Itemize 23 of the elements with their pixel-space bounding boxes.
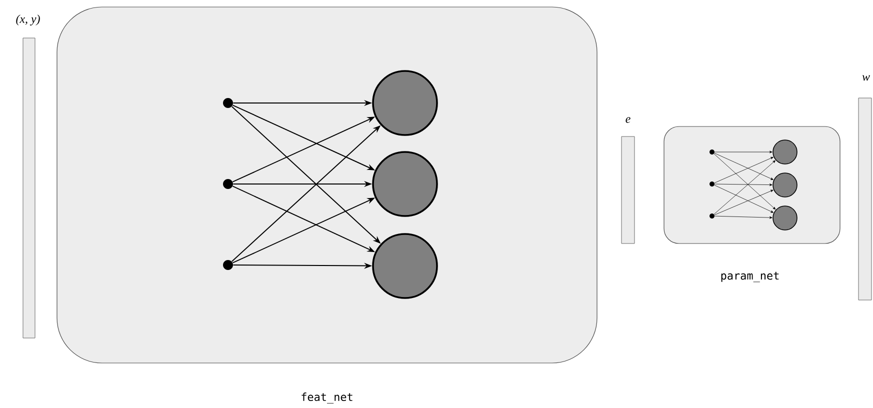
arrow <box>714 156 774 184</box>
vector-label: w <box>862 75 870 81</box>
neuron-circle <box>372 151 438 217</box>
panel-label: feat_net <box>302 392 352 404</box>
arrow <box>714 150 772 154</box>
arrow <box>714 160 776 214</box>
input-dot <box>223 98 233 108</box>
neuron-circle <box>372 233 438 299</box>
arrow <box>714 184 772 186</box>
neuron-circle <box>772 140 798 164</box>
neuron-circle <box>772 172 798 198</box>
input-dot <box>223 179 233 189</box>
neuron-circle <box>772 206 798 230</box>
vector-label: e <box>626 117 630 123</box>
arrow <box>714 154 776 210</box>
arrow <box>714 152 774 180</box>
neuron-circle <box>372 70 438 136</box>
arrow <box>714 216 772 219</box>
arrow <box>714 190 774 216</box>
panel-label: param_net <box>721 272 779 282</box>
arrow <box>714 184 774 213</box>
input-dot <box>223 260 233 270</box>
vector-label: (x, y) <box>16 14 40 26</box>
